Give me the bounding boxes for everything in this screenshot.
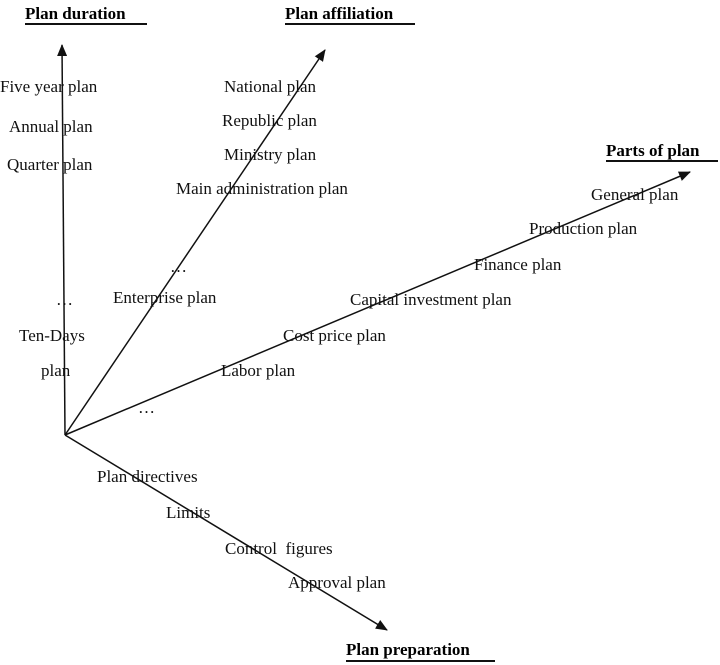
duration-item-plan: plan xyxy=(41,361,71,380)
affiliation-item-republic: Republic plan xyxy=(222,111,317,130)
affiliation-item-ministry: Ministry plan xyxy=(224,145,317,164)
duration-item-quarter: Quarter plan xyxy=(7,155,93,174)
parts-axis-arrow xyxy=(64,171,691,436)
parts-item-ellipsis: … xyxy=(138,398,155,417)
preparation-item-approval: Approval plan xyxy=(288,573,386,592)
parts-axis-title: Parts of plan xyxy=(606,141,700,160)
affiliation-item-ellipsis: … xyxy=(170,257,187,276)
affiliation-item-enterprise: Enterprise plan xyxy=(113,288,217,307)
parts-item-capital-investment: Capital investment plan xyxy=(350,290,512,309)
duration-item-annual: Annual plan xyxy=(9,117,93,136)
preparation-item-limits: Limits xyxy=(166,503,210,522)
duration-item-ten-days: Ten-Days xyxy=(19,326,85,345)
duration-axis-arrow xyxy=(57,44,68,436)
affiliation-item-main-administration: Main administration plan xyxy=(176,179,348,198)
preparation-axis-arrow xyxy=(64,434,388,631)
duration-item-ellipsis: … xyxy=(56,290,73,309)
affiliation-item-national: National plan xyxy=(224,77,317,96)
parts-item-production: Production plan xyxy=(529,219,638,238)
duration-item-five-year: Five year plan xyxy=(0,77,98,96)
parts-item-cost-price: Cost price plan xyxy=(283,326,386,345)
preparation-item-directives: Plan directives xyxy=(97,467,198,486)
preparation-item-control-figures: Control figures xyxy=(225,539,333,558)
parts-item-labor: Labor plan xyxy=(221,361,296,380)
duration-axis-title: Plan duration xyxy=(25,4,126,23)
affiliation-axis-title: Plan affiliation xyxy=(285,4,394,23)
parts-item-general: General plan xyxy=(591,185,679,204)
parts-item-finance: Finance plan xyxy=(474,255,562,274)
preparation-axis-title: Plan preparation xyxy=(346,640,470,659)
affiliation-axis-arrow xyxy=(64,49,326,436)
